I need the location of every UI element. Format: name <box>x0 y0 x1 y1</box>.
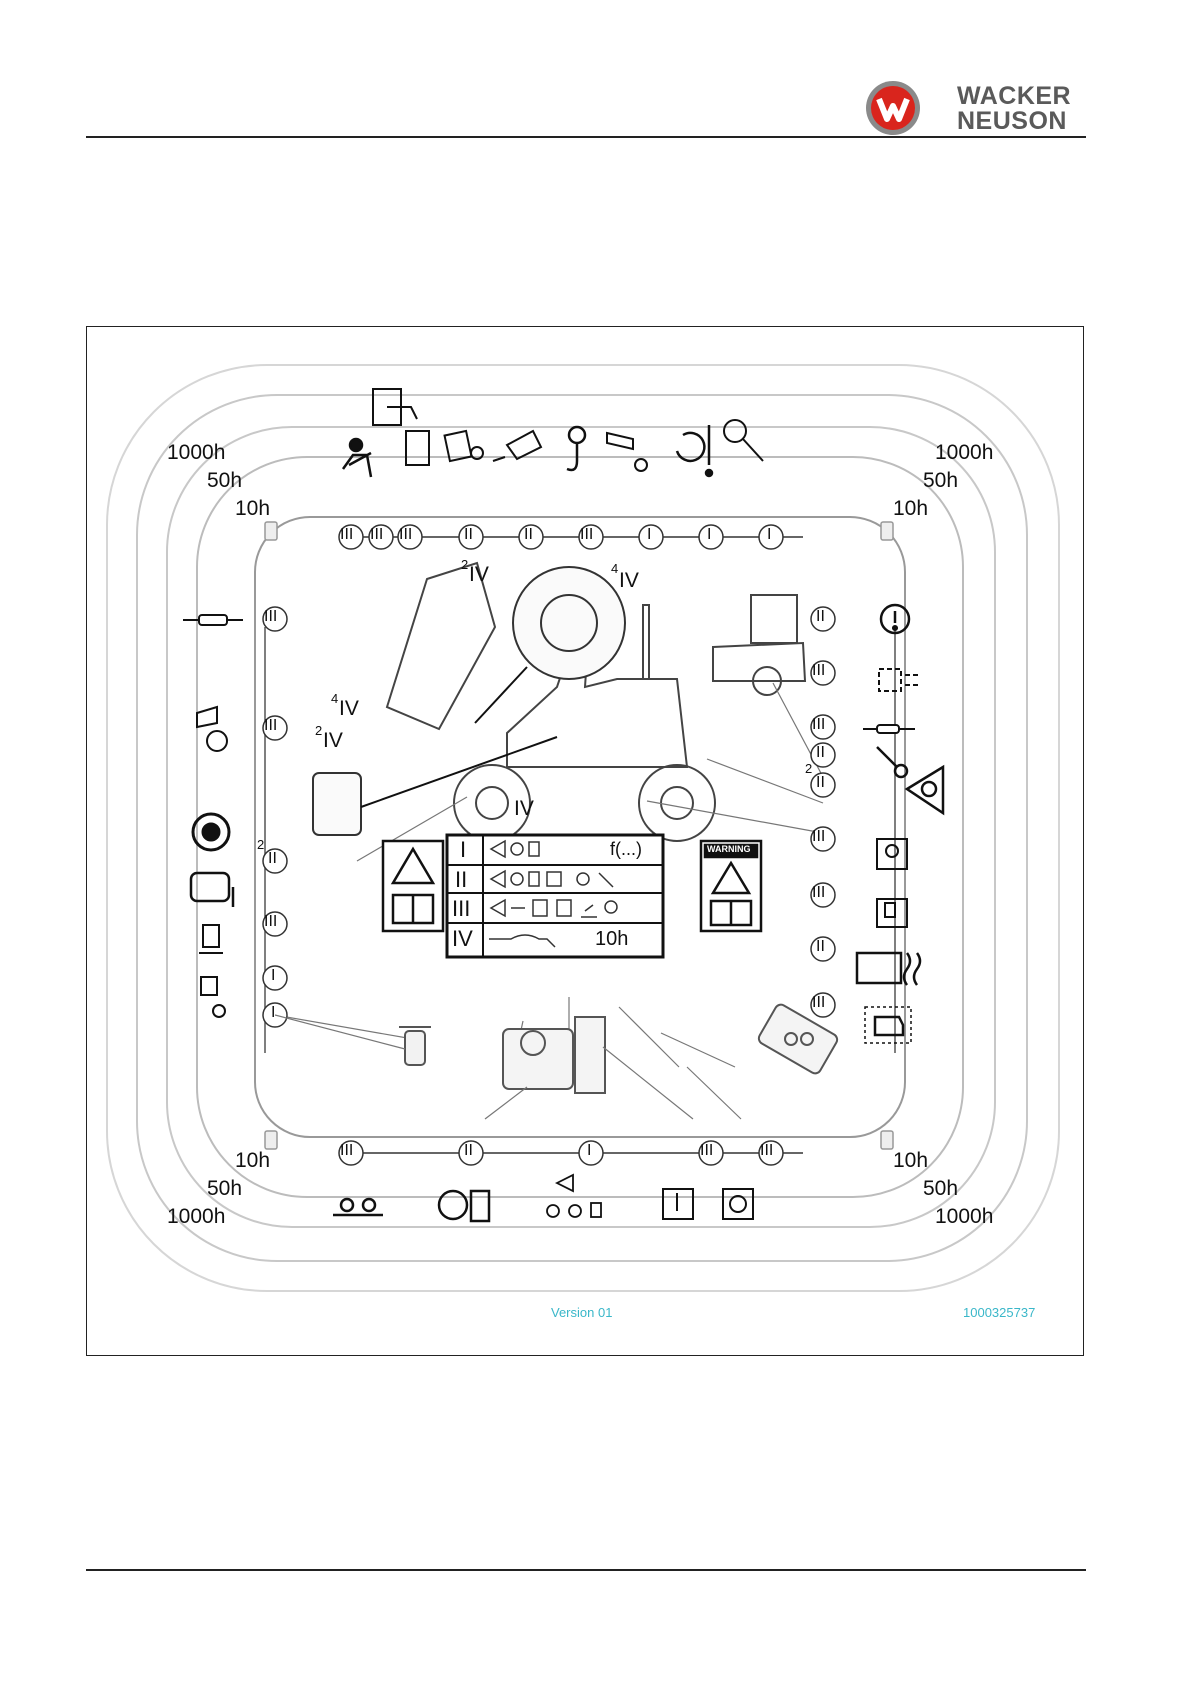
hand-lubrication-icon <box>197 707 227 751</box>
track-rollers-icon <box>333 1199 383 1215</box>
fuel-icon <box>199 925 223 953</box>
top-marker-i-1: I <box>647 526 651 544</box>
footer-rule <box>86 1569 1086 1571</box>
warning-placard <box>701 841 761 931</box>
bottom-marker-iii-1: III <box>340 1142 353 1160</box>
cylinder-right-icon <box>863 725 915 733</box>
footnote-2-bracket: 2 <box>315 723 322 738</box>
interval-label-50h-bottom-left: 50h <box>207 1177 242 1201</box>
footnote-4-bucket: 4 <box>331 691 338 706</box>
right-marker-iii-3: III <box>812 828 825 846</box>
bottom-marker-ii: II <box>464 1142 473 1160</box>
callout-iv-top-right: IV <box>619 569 639 593</box>
horn-icon <box>607 433 647 471</box>
radiator-heat-icon <box>857 953 920 985</box>
interval-label-10h-top-left: 10h <box>235 497 270 521</box>
interval-label-50h-top-right: 50h <box>923 469 958 493</box>
right-marker-ii-3: II <box>816 774 825 792</box>
callout-iv-chassis: IV <box>514 797 534 821</box>
header-rule <box>86 136 1086 138</box>
rotation-warning-icon <box>677 425 712 476</box>
footnote-2-top: 2 <box>461 557 468 572</box>
interval-label-50h-top-left: 50h <box>207 469 242 493</box>
turbo-fan-icon <box>723 1189 753 1219</box>
visual-check-icon <box>907 767 943 813</box>
right-marker-iii-1: III <box>812 662 825 680</box>
lifting-hook-icon <box>567 427 585 470</box>
gear-oil-icon <box>193 814 229 850</box>
coolant-level-icon <box>663 1189 693 1219</box>
legend-row-ii: II <box>455 867 467 893</box>
callout-iv-top-left: IV <box>469 563 489 587</box>
footnote-2-right: 2 <box>805 761 812 776</box>
left-marker-iii-2: III <box>264 717 277 735</box>
tipped-dumper-illustration <box>713 595 805 695</box>
right-marker-iii-2: III <box>812 716 825 734</box>
gearbox-illustration <box>503 1017 605 1093</box>
bottom-marker-iii-2: III <box>700 1142 713 1160</box>
interval-label-1000h-top-right: 1000h <box>935 441 993 465</box>
fuel-tank-icon <box>877 899 907 927</box>
interval-label-1000h-top-left: 1000h <box>167 441 225 465</box>
hydraulic-cylinder-icon <box>183 615 243 625</box>
top-marker-ii-1: II <box>464 526 473 544</box>
bottom-marker-i: I <box>587 1142 591 1160</box>
left-interval-markers <box>263 607 287 1027</box>
top-marker-iii-4: III <box>580 526 593 544</box>
part-number: 1000325737 <box>963 1305 1035 1320</box>
legend-row-iv-interval: 10h <box>595 928 628 951</box>
wacker-neuson-logo: WACKER NEUSON <box>865 80 1095 136</box>
read-manual-placard <box>383 841 443 931</box>
top-marker-i-3: I <box>767 526 771 544</box>
legend-row-i-function: f(...) <box>610 839 642 860</box>
left-marker-iii-3: III <box>264 913 277 931</box>
legend-row-iv: IV <box>452 926 473 952</box>
left-marker-iii-1: III <box>264 608 277 626</box>
callout-iv-bucket: IV <box>339 697 359 721</box>
interval-label-1000h-bottom-left: 1000h <box>167 1205 225 1229</box>
logo-wordmark: WACKER NEUSON <box>957 84 1071 134</box>
interval-label-10h-top-right: 10h <box>893 497 928 521</box>
detail-zoom-illustration <box>475 567 625 723</box>
top-marker-iii-3: III <box>399 526 412 544</box>
left-marker-ii: II <box>268 850 277 868</box>
interval-label-10h-bottom-left: 10h <box>235 1149 270 1173</box>
right-marker-ii-1: II <box>816 608 825 626</box>
engine-oil-icon <box>439 1191 489 1221</box>
top-marker-i-2: I <box>707 526 711 544</box>
top-marker-iii-2: III <box>370 526 383 544</box>
bottom-marker-iii-3: III <box>760 1142 773 1160</box>
coolant-tank-icon <box>877 839 907 869</box>
ring-50h <box>167 427 995 1227</box>
interval-label-50h-bottom-right: 50h <box>923 1177 958 1201</box>
footnote-2-left: 2 <box>257 837 264 852</box>
left-marker-i-1: I <box>271 967 275 985</box>
warning-placard-label: WARNING <box>707 844 751 854</box>
water-separator-icon <box>201 977 225 1017</box>
fuel-filter-illustration <box>399 1027 431 1065</box>
wrench-icon <box>877 747 907 777</box>
right-marker-ii-4: II <box>816 938 825 956</box>
logo-mark-icon <box>865 80 921 136</box>
footnote-4-top: 4 <box>611 561 618 576</box>
top-marker-iii-1: III <box>340 526 353 544</box>
exhaust-icon <box>879 669 921 691</box>
legend-row-i: I <box>460 837 466 863</box>
right-marker-iii-5: III <box>812 994 825 1012</box>
version-label: Version 01 <box>551 1305 612 1320</box>
left-marker-i-2: I <box>271 1004 275 1022</box>
maintenance-diagram: 1000h 50h 10h 1000h 50h 10h 10h 50h 1000… <box>86 326 1084 1356</box>
legend-row-iii: III <box>452 896 470 922</box>
right-marker-iii-4: III <box>812 884 825 902</box>
top-marker-ii-2: II <box>524 526 533 544</box>
interval-label-10h-bottom-right: 10h <box>893 1149 928 1173</box>
right-marker-ii-2: II <box>816 744 825 762</box>
interval-label-1000h-bottom-right: 1000h <box>935 1205 993 1229</box>
callout-iv-bracket: IV <box>323 729 343 753</box>
